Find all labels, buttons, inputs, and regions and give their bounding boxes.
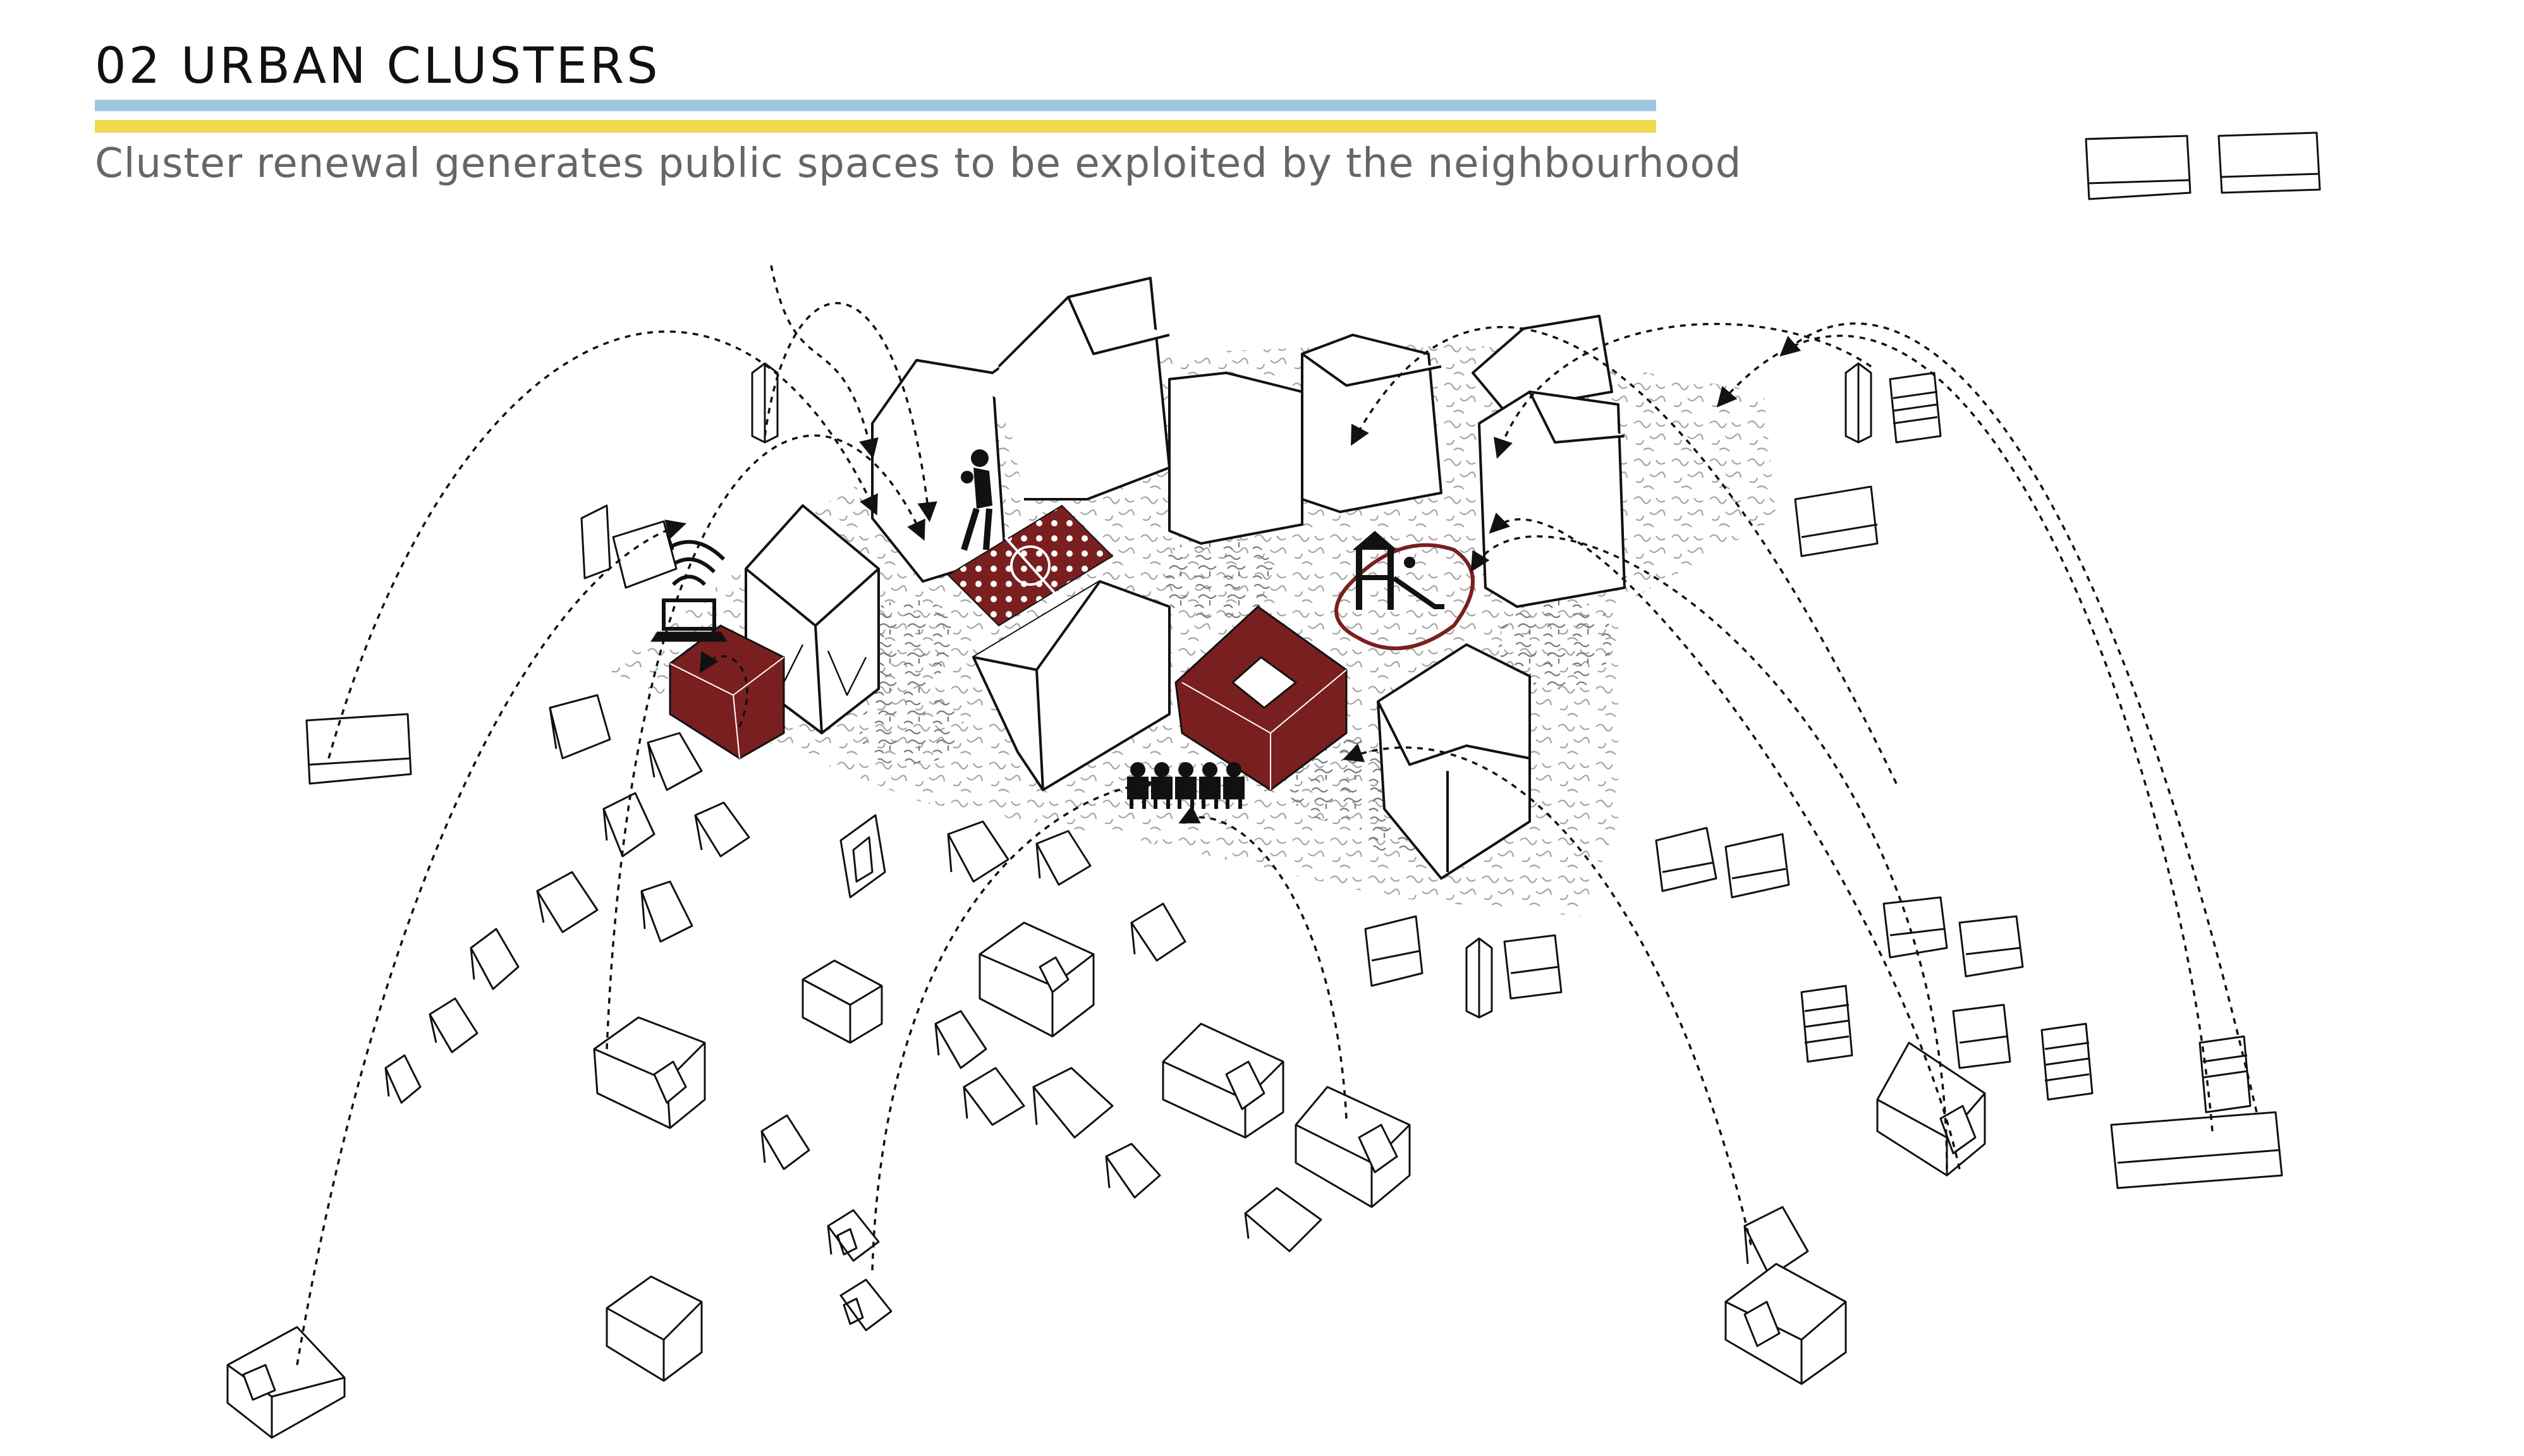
laptop-wifi-icon	[650, 540, 728, 642]
renewed-red-buildings	[669, 605, 1348, 791]
title-underline-yellow	[95, 120, 1656, 133]
football-pitch-icon	[947, 504, 1114, 627]
playground-boundary	[1334, 543, 1475, 650]
cluster-buildings	[745, 277, 1626, 880]
page-title: 02 URBAN CLUSTERS	[95, 38, 661, 95]
page-subtitle: Cluster renewal generates public spaces …	[95, 140, 1742, 187]
title-underline-blue	[95, 100, 1656, 111]
playground-slide-icon	[1353, 531, 1444, 610]
basketball-player-icon	[961, 449, 992, 551]
surrounding-houses	[226, 131, 2321, 1439]
connection-arcs	[296, 265, 2258, 1366]
